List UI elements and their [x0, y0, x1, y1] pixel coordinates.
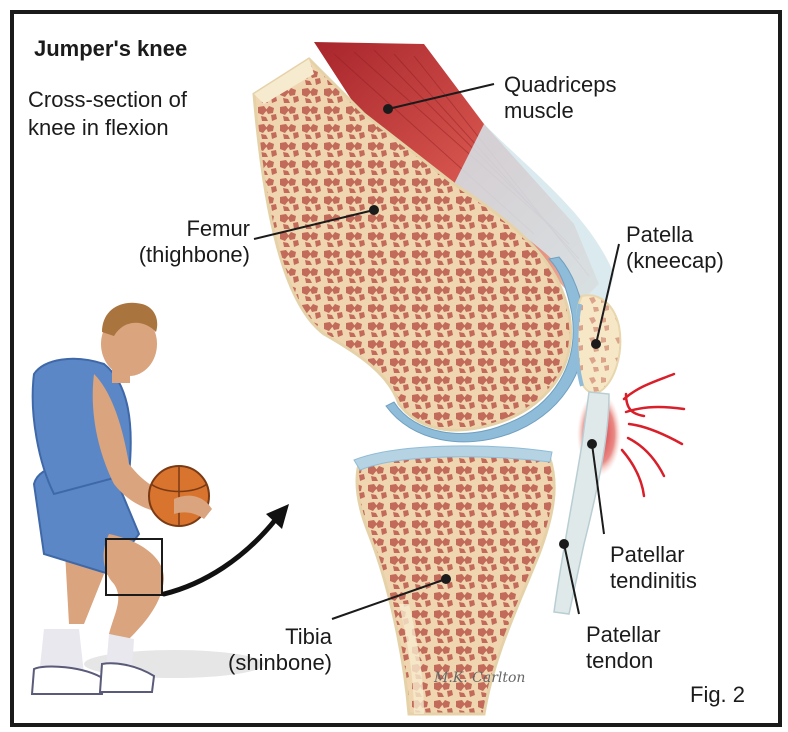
leader-lines: [253, 83, 620, 620]
figure-number: Fig. 2: [690, 682, 746, 707]
label-patellar-tendon: Patellar tendon: [586, 622, 661, 673]
femur-cartilage: [385, 256, 586, 443]
label-patella: Patella (kneecap): [626, 222, 724, 273]
tibia-cartilage: [353, 445, 553, 471]
knee-highlight-box: [105, 538, 163, 596]
figure-frame: M.K. Carlton Jumper's knee Cross-section…: [10, 10, 782, 727]
pain-lines: [620, 372, 686, 498]
zoom-arrow: [161, 516, 279, 597]
diagram-subtitle: Cross-section of knee in flexion: [28, 87, 187, 140]
label-quadriceps: Quadriceps muscle: [504, 72, 617, 123]
artist-signature: M.K. Carlton: [433, 670, 525, 686]
label-femur: Femur (thighbone): [138, 216, 250, 267]
label-patellar-tendinitis: Patellar tendinitis: [610, 542, 697, 593]
knee-illustration: M.K. Carlton: [30, 42, 686, 716]
label-tibia: Tibia (shinbone): [228, 624, 332, 675]
femur-bone: [252, 57, 573, 432]
basketball-player: [30, 302, 264, 695]
diagram-title: Jumper's knee: [34, 36, 188, 61]
quadriceps-tendon: [454, 124, 614, 314]
